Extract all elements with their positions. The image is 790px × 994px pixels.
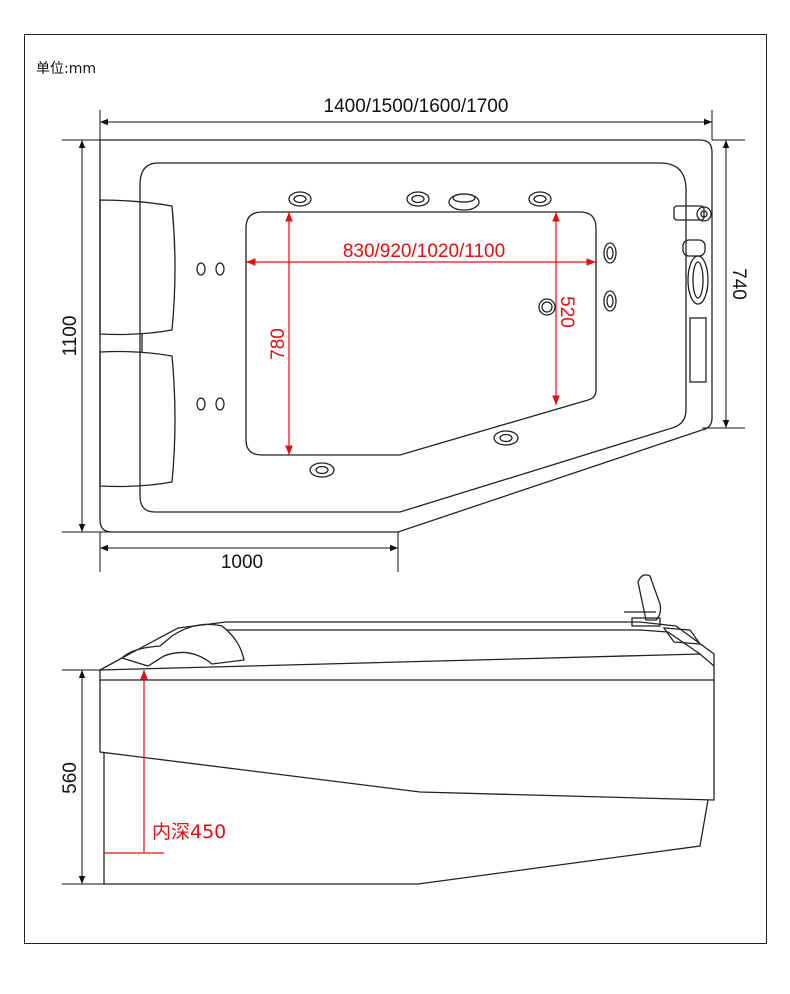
- side-dimensions: [62, 669, 104, 885]
- headrest-lower: [99, 350, 176, 488]
- height-label: 560: [60, 762, 81, 794]
- headrest-upper: [99, 199, 176, 336]
- front-length-label: 1000: [221, 552, 263, 573]
- side-top-deck: [99, 621, 715, 671]
- inner-width-left-label: 780: [268, 328, 289, 360]
- side-body-upper: [99, 680, 715, 801]
- overall-length-label: 1400/1500/1600/1700: [324, 96, 509, 117]
- side-faucet-icon: [624, 574, 702, 645]
- inner-length-label: 830/920/1020/1100: [343, 241, 505, 262]
- top-view: [99, 139, 713, 533]
- side-body-lower: [103, 752, 709, 885]
- side-view: [99, 574, 715, 885]
- drawing-frame: [24, 34, 767, 944]
- inner-width-right-label: 520: [556, 296, 577, 328]
- jet-icons-side: [196, 242, 617, 478]
- top-dimensions: [62, 110, 745, 572]
- side-pillow: [120, 623, 245, 667]
- tub-inner-rim: [139, 162, 687, 513]
- tub-basin: [245, 211, 597, 456]
- inner-dimensions: [246, 212, 596, 455]
- overall-width-label: 1100: [60, 316, 81, 357]
- inner-depth-dimension: [104, 670, 164, 854]
- unit-label: 单位:mm: [36, 61, 96, 77]
- tub-outer-rim: [99, 139, 713, 533]
- faucet-controls-icon: [673, 205, 712, 383]
- end-width-label: 740: [728, 268, 749, 300]
- jet-icons-top: [288, 191, 552, 211]
- inner-depth-label: 内深450: [152, 821, 226, 843]
